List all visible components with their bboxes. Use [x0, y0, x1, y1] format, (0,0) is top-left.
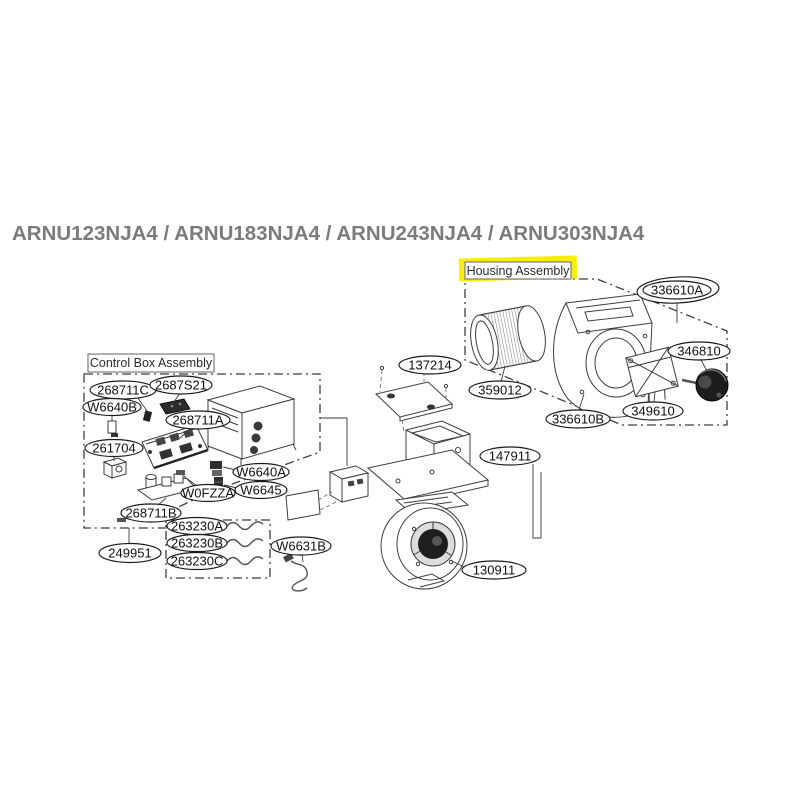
part-label-263230c: 263230C	[166, 551, 228, 571]
installed-control-box-drawing	[317, 417, 370, 511]
part-label-w6640a: W6640A	[232, 462, 290, 482]
part-label-2687s21: 2687S21	[149, 375, 213, 395]
part-label-137214: 137214	[398, 355, 462, 375]
svg-text:249951: 249951	[108, 546, 151, 561]
part-label-147911: 147911	[479, 446, 541, 466]
control-box-assembly-region: Control Box Assembly	[83, 353, 321, 592]
svg-text:261704: 261704	[92, 441, 135, 456]
plenum-box-drawing	[366, 420, 542, 539]
blower-wheel-drawing	[470, 305, 546, 371]
svg-text:263230A: 263230A	[171, 519, 223, 534]
part-label-130911: 130911	[461, 560, 527, 580]
svg-text:W6640B: W6640B	[87, 400, 137, 415]
svg-text:W6631B: W6631B	[276, 539, 326, 554]
part-label-w0fzza: W0FZZA	[180, 483, 236, 503]
svg-text:349610: 349610	[631, 404, 674, 419]
mounting-plate-drawing	[374, 365, 454, 433]
svg-text:137214: 137214	[408, 358, 451, 373]
part-label-349610: 349610	[622, 401, 684, 421]
part-label-336610b: 336610B	[545, 409, 611, 429]
part-label-263230a: 263230A	[166, 516, 228, 536]
part-label-249951: 249951	[98, 542, 162, 564]
part-label-268711b: 268711B	[120, 503, 182, 523]
center-unit-parts	[317, 365, 542, 590]
svg-text:336610A: 336610A	[651, 283, 703, 298]
part-label-336610a: 336610A	[636, 276, 720, 304]
svg-text:130911: 130911	[473, 563, 515, 578]
part-label-263230b: 263230B	[166, 533, 228, 553]
svg-text:W6645: W6645	[240, 483, 281, 498]
svg-text:263230B: 263230B	[171, 536, 223, 551]
part-label-w6631b: W6631B	[270, 536, 332, 556]
fan-motor-drawing	[681, 368, 729, 402]
part-label-359012: 359012	[468, 380, 532, 400]
remote-cable-drawing	[283, 553, 308, 592]
svg-text:Housing Assembly: Housing Assembly	[467, 264, 571, 278]
svg-text:W0FZZA: W0FZZA	[182, 486, 234, 501]
housing-assembly-label: Housing Assembly	[458, 255, 578, 282]
fan-housing-drawing	[553, 293, 653, 418]
svg-text:268711C: 268711C	[97, 383, 149, 398]
small-parts-drawings	[102, 398, 321, 522]
svg-text:336610B: 336610B	[552, 412, 604, 427]
model-title: ARNU123NJA4 / ARNU183NJA4 / ARNU243NJA4 …	[12, 222, 645, 245]
part-label-346810: 346810	[667, 341, 731, 361]
svg-text:263230C: 263230C	[171, 554, 224, 569]
part-label-268711c: 268711C	[89, 380, 157, 400]
housing-assembly-dashed-boundary	[464, 278, 728, 426]
sensor-wires-drawing	[226, 521, 264, 566]
part-labels: 336610A 346810 349610 336610B 359012 137…	[82, 276, 731, 580]
part-label-268711a: 268711A	[165, 410, 231, 430]
main-pcb-drawing	[141, 424, 209, 470]
svg-text:268711B: 268711B	[125, 506, 176, 521]
housing-assembly-region: Housing Assembly	[458, 255, 729, 426]
control-box-assembly-label: Control Box Assembly	[87, 353, 215, 373]
lower-blower-drawing	[380, 491, 470, 590]
part-label-w6645: W6645	[234, 480, 288, 500]
svg-text:346810: 346810	[677, 344, 720, 359]
motor-mount-drawing	[625, 346, 679, 407]
svg-text:147911: 147911	[489, 449, 531, 464]
svg-text:W6640A: W6640A	[236, 465, 286, 480]
control-box-dashed-boundary	[83, 373, 321, 529]
part-label-261704: 261704	[84, 438, 144, 458]
part-label-w6640b: W6640B	[82, 397, 142, 417]
svg-text:Control Box Assembly: Control Box Assembly	[90, 356, 213, 370]
svg-text:2687S21: 2687S21	[155, 378, 207, 393]
svg-text:359012: 359012	[478, 383, 521, 398]
svg-text:268711A: 268711A	[172, 413, 223, 428]
